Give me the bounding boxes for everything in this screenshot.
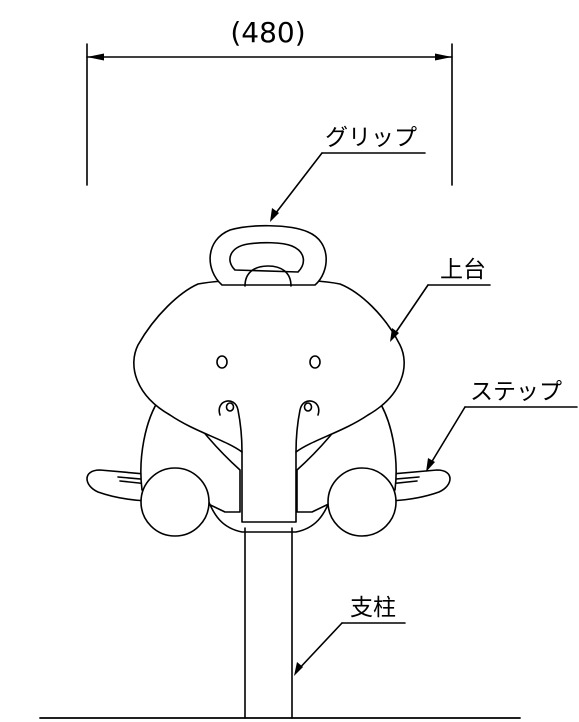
eye-hole-right xyxy=(309,355,321,369)
scroll-hole-right xyxy=(303,402,313,412)
callout-step-label: ステップ xyxy=(470,379,562,405)
dimension-label: (480) xyxy=(230,16,305,49)
callout-post: 支柱 xyxy=(294,595,406,676)
eye-hole-left xyxy=(216,355,228,369)
body-skirt xyxy=(207,499,331,533)
grip-inner xyxy=(229,241,305,273)
callout-grip-label: グリップ xyxy=(325,125,417,151)
grip-base xyxy=(244,265,292,287)
callout-step: ステップ xyxy=(426,379,578,472)
wheel-right xyxy=(327,467,397,537)
scroll-hole-left xyxy=(225,402,235,412)
callout-top-seat-label: 上台 xyxy=(440,257,486,283)
callout-top-seat: 上台 xyxy=(390,257,491,342)
body-center-groove xyxy=(218,400,243,453)
grip-outer xyxy=(209,224,327,286)
top-seat xyxy=(133,278,405,523)
width-dimension: (480) xyxy=(86,16,453,186)
wheel-left xyxy=(140,467,210,537)
grip xyxy=(209,224,327,287)
post xyxy=(244,527,293,719)
dimension-arrow-right xyxy=(435,53,452,61)
callout-post-label: 支柱 xyxy=(350,595,396,621)
dimension-arrow-left xyxy=(87,53,104,61)
callout-grip: グリップ xyxy=(270,125,426,222)
